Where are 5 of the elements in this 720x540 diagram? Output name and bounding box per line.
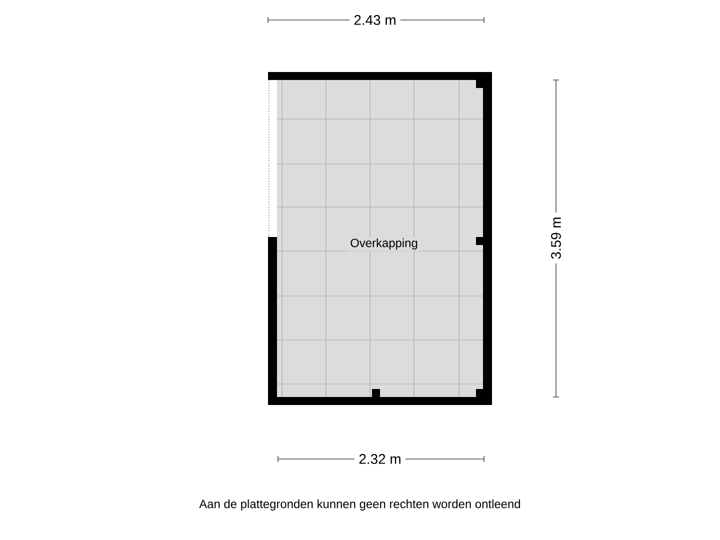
dimension-label: 2.43 m <box>350 11 400 29</box>
disclaimer-note: Aan de plattegronden kunnen geen rechten worden ontleend <box>199 499 520 511</box>
room: Overkapping <box>348 236 420 252</box>
dimension-label: 3.59 m <box>547 212 565 264</box>
dimension-label: 2.32 m <box>354 450 406 468</box>
